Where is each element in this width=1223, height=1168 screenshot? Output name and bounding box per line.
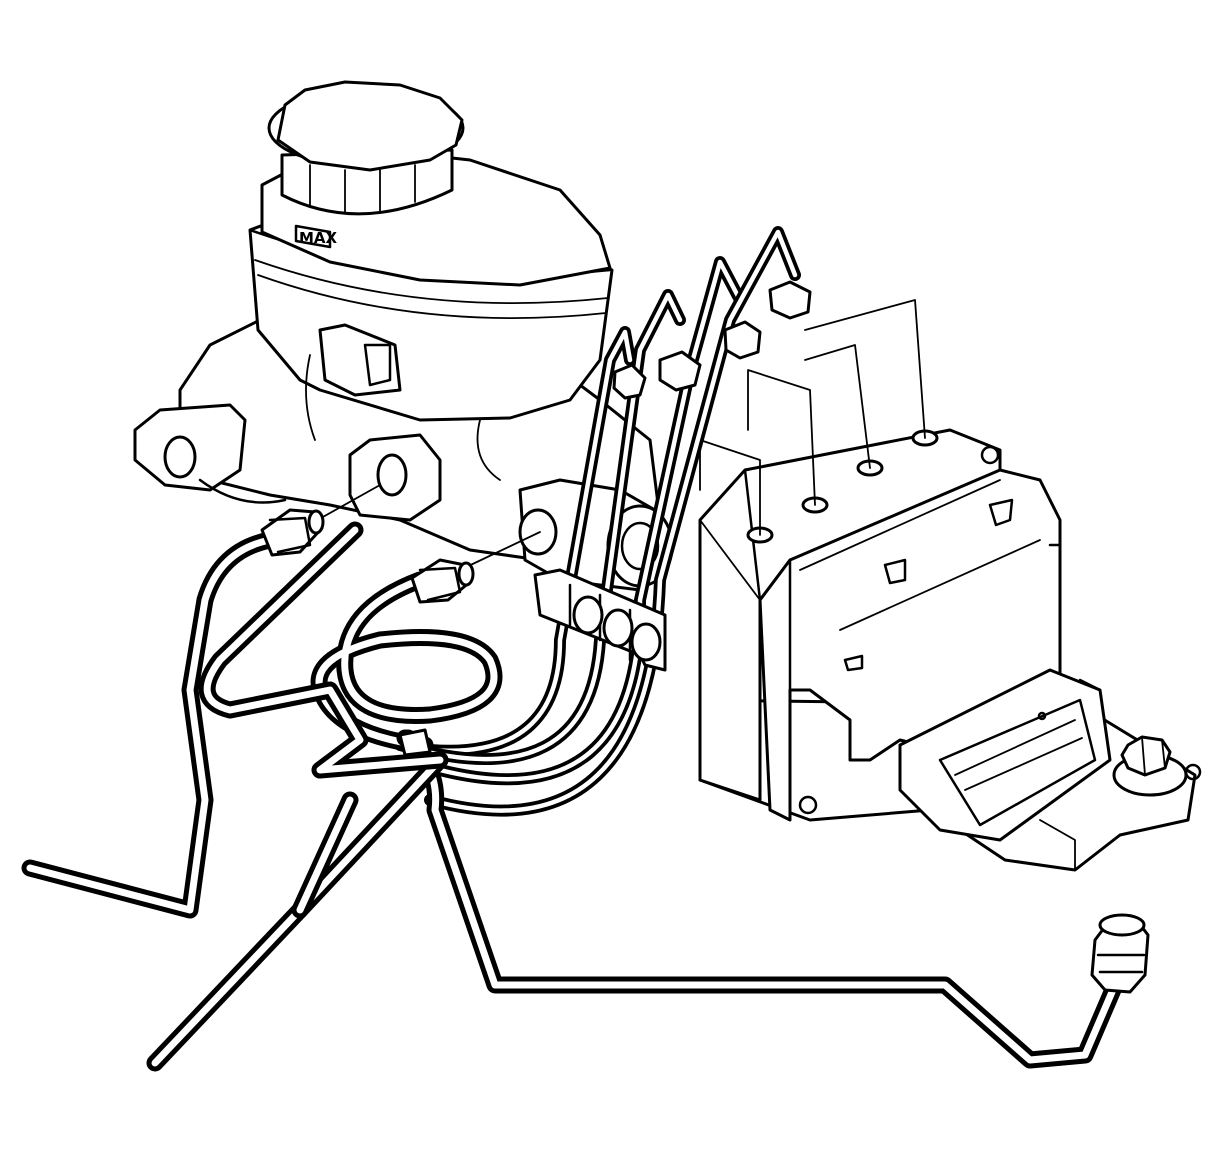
reservoir-max-mark: MAX [299,229,338,247]
pipe-fitting-nuts [612,280,812,400]
brake-pipe-left-rear [21,531,279,919]
wiring-harness-connector [898,668,1112,842]
reservoir-cap [267,80,465,216]
bracket-bolt-hole [798,795,818,815]
flange-mounting-hole [163,435,197,479]
abs-modulator-unit [698,299,1202,872]
brake-pipes [21,521,1124,1072]
tube-nut-wheel-end [1090,913,1150,994]
tube-nut-secondary [410,558,475,604]
abs-brake-pipe-bundle [394,226,812,817]
electronic-control-module [758,468,1062,822]
tube-nut-primary [260,508,325,557]
port-leader-lines [699,299,926,536]
master-cylinder: MAX [133,80,674,592]
combination-valve [518,478,674,592]
mounting-nut [1112,735,1202,797]
pipe-retaining-clip [533,568,667,672]
tube-nut-fittings [260,508,1150,994]
